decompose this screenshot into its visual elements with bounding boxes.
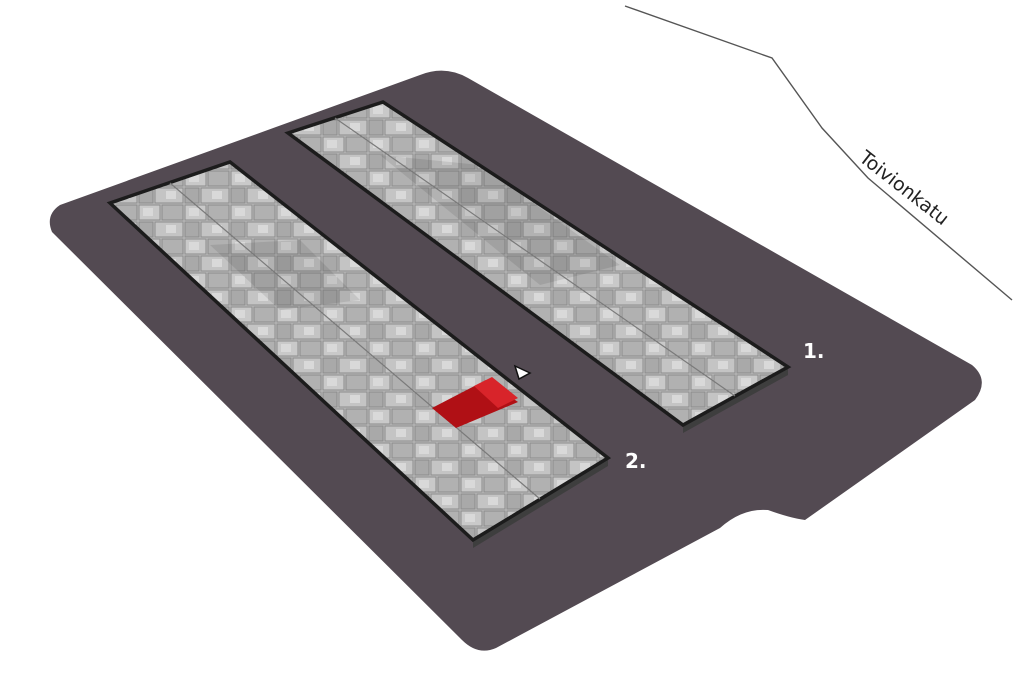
- building-2-ridge: [169, 182, 541, 500]
- building-1-roof: [284, 100, 792, 428]
- street-name-label: Toivionkatu: [854, 146, 953, 230]
- street-line: [624, 5, 1013, 301]
- building-1-label: 1.: [803, 339, 825, 363]
- building-1[interactable]: [284, 100, 792, 433]
- building-2-courtyard-shade: [210, 240, 360, 310]
- building-2-label: 2.: [625, 449, 647, 473]
- building-1-ridge: [334, 117, 736, 397]
- building-2[interactable]: [106, 160, 612, 548]
- building-2-roof: [106, 160, 612, 543]
- building-1-courtyard-shade: [380, 155, 620, 285]
- view-direction-triangle-icon: [513, 364, 532, 381]
- highlighted-apartment-top: [474, 377, 518, 408]
- parking-lot-area: [49, 70, 982, 651]
- building-1-wall: [683, 367, 788, 433]
